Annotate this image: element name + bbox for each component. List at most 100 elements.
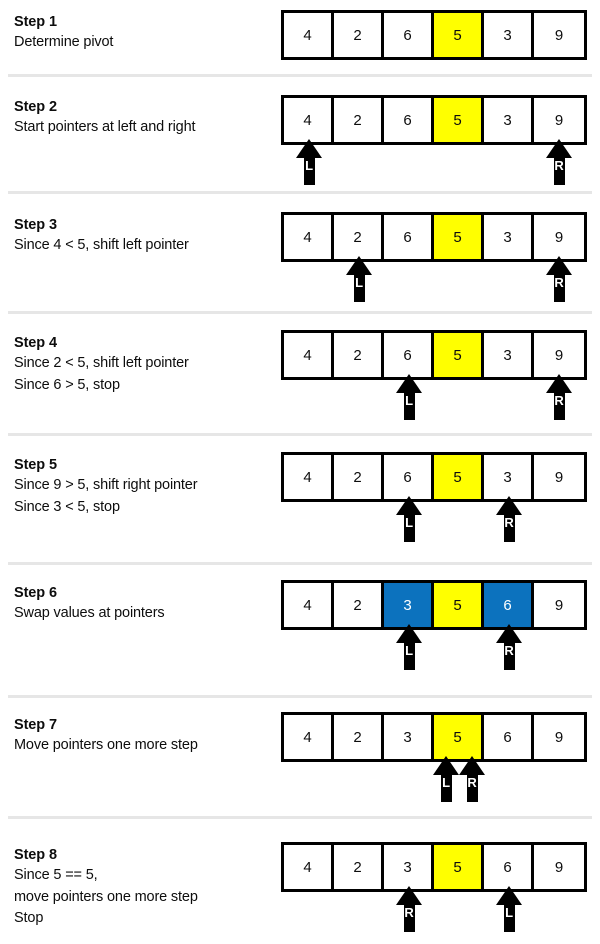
step-detail-line: Since 6 > 5, stop	[14, 376, 120, 393]
pointer-label: L	[405, 515, 413, 530]
array-cell: 9	[534, 455, 584, 499]
step-description: Step 7 Move pointers one more step	[14, 715, 269, 757]
array-cell: 3	[484, 13, 534, 57]
array-cell: 5	[434, 845, 484, 889]
arrow-shaft	[553, 274, 565, 302]
left-pointer-arrow-icon: L	[396, 624, 422, 670]
arrow-shaft	[503, 904, 515, 932]
step-detail-line: Move pointers one more step	[14, 737, 198, 753]
arrow-head-icon	[346, 256, 372, 275]
arrow-head-icon	[396, 624, 422, 643]
arrow-shaft	[403, 642, 415, 670]
array-cell: 9	[534, 333, 584, 377]
arrow-shaft	[403, 904, 415, 932]
right-pointer-arrow-icon: R	[546, 139, 572, 185]
array-cell: 4	[284, 13, 334, 57]
arrow-head-icon	[546, 256, 572, 275]
arrow-shaft	[553, 157, 565, 185]
right-pointer-arrow-icon: R	[546, 374, 572, 420]
array-cell: 2	[334, 845, 384, 889]
array-cell: 6	[484, 845, 534, 889]
array-cell: 2	[334, 715, 384, 759]
arrow-shaft	[403, 392, 415, 420]
step-title: Step 5	[14, 457, 57, 473]
step-separator	[8, 191, 592, 194]
step-detail-line: Stop	[14, 910, 44, 926]
step-detail-line: Since 3 < 5, stop	[14, 498, 120, 515]
array-cell: 5	[434, 455, 484, 499]
pointer-label: R	[554, 158, 564, 173]
arrow-head-icon	[433, 756, 459, 775]
pointer-label: L	[442, 775, 450, 790]
array-cell: 5	[434, 215, 484, 259]
left-pointer-arrow-icon: L	[296, 139, 322, 185]
step-detail-line: Since 9 > 5, shift right pointer	[14, 477, 198, 493]
arrow-shaft	[303, 157, 315, 185]
pointer-label: R	[504, 515, 514, 530]
step-detail-line: Since 4 < 5, shift left pointer	[14, 237, 189, 253]
arrow-shaft	[466, 774, 478, 802]
right-pointer-arrow-icon: R	[459, 756, 485, 802]
pointer-label: R	[404, 905, 414, 920]
arrow-head-icon	[396, 374, 422, 393]
arrow-head-icon	[496, 624, 522, 643]
array-cell: 4	[284, 583, 334, 627]
step-separator	[8, 311, 592, 314]
left-pointer-arrow-icon: L	[346, 256, 372, 302]
array-cell: 2	[334, 583, 384, 627]
array-cell: 6	[384, 98, 434, 142]
array-cell: 4	[284, 845, 334, 889]
step-detail-line: Start pointers at left and right	[14, 119, 196, 135]
array-cell: 2	[334, 215, 384, 259]
right-pointer-arrow-icon: R	[546, 256, 572, 302]
array-cell: 3	[384, 715, 434, 759]
left-pointer-arrow-icon: L	[396, 496, 422, 542]
arrow-head-icon	[496, 496, 522, 515]
step-title: Step 7	[14, 717, 57, 733]
arrow-head-icon	[396, 496, 422, 515]
step-detail-line: move pointers one more step	[14, 888, 198, 905]
array-cell: 5	[434, 13, 484, 57]
array-cell: 6	[384, 13, 434, 57]
array-cell: 4	[284, 715, 334, 759]
array-cell: 5	[434, 333, 484, 377]
arrow-shaft	[503, 514, 515, 542]
array-cell: 6	[384, 215, 434, 259]
array-cell: 6	[384, 333, 434, 377]
array-cell: 3	[484, 333, 534, 377]
step-title: Step 1	[14, 14, 57, 30]
pointer-label: L	[405, 393, 413, 408]
array-cell: 3	[484, 98, 534, 142]
arrow-shaft	[440, 774, 452, 802]
step-separator	[8, 433, 592, 436]
array-cell: 3	[384, 845, 434, 889]
array-cell: 2	[334, 455, 384, 499]
array-cell: 6	[484, 715, 534, 759]
pointer-label: R	[554, 275, 564, 290]
right-pointer-arrow-icon: R	[496, 496, 522, 542]
pointer-label: L	[305, 158, 313, 173]
pointer-label: R	[467, 775, 477, 790]
array-cell: 5	[434, 98, 484, 142]
array-cell: 9	[534, 583, 584, 627]
array-cell: 2	[334, 333, 384, 377]
step-separator	[8, 816, 592, 819]
left-pointer-arrow-icon: L	[396, 374, 422, 420]
array-cell: 4	[284, 215, 334, 259]
array-cell: 9	[534, 13, 584, 57]
array-cell: 3	[484, 215, 534, 259]
